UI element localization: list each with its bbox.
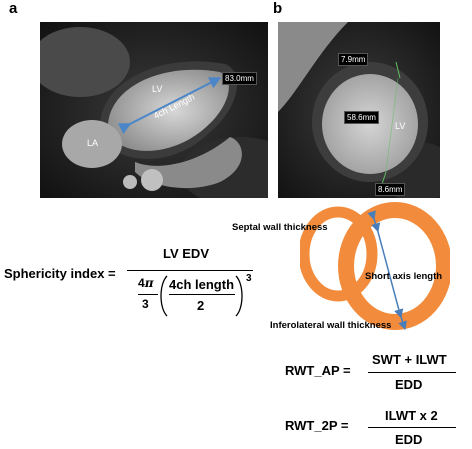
- short-axis-cine-image: [278, 22, 440, 198]
- rwt-2p-denominator: EDD: [395, 432, 423, 447]
- four-digit: 4: [138, 276, 145, 290]
- rwt-ap-numerator: SWT + ILWT: [372, 352, 447, 367]
- panel-a-mri-image: LV LA 4ch Length 83.0mm: [40, 22, 268, 198]
- myocardium-ring: [338, 202, 450, 330]
- wall-thickness-diagram: [300, 202, 450, 331]
- rwt-ap-fraction-bar: [368, 372, 456, 374]
- rwt-2p-numerator: ILWT x 2: [385, 408, 438, 423]
- panel-b-letter: b: [273, 0, 283, 17]
- rwt-ap-denominator: EDD: [395, 377, 423, 392]
- rwt-2p-lhs: RWT_2P =: [285, 418, 349, 433]
- four-chamber-length-arrow: [117, 77, 222, 135]
- parentheses: [160, 275, 243, 317]
- panel-b-mri-image: 7.9mm 58.6mm LV 8.6mm: [278, 22, 440, 198]
- cube-exponent: 3: [246, 273, 252, 284]
- la-label: LA: [87, 138, 99, 148]
- four-chamber-measurement-box: 83.0mm: [222, 72, 257, 85]
- rwt-2p-fraction-bar: [368, 427, 456, 429]
- short-axis-length-label: Short axis length: [365, 271, 443, 282]
- inner-denominator: 2: [197, 298, 205, 313]
- three-digit: 3: [142, 297, 149, 311]
- short-axis-arrow: [371, 222, 404, 319]
- sphericity-fraction-bar: [127, 270, 253, 272]
- four-chamber-length-term: 4ch length: [169, 277, 235, 292]
- panel-a-letter: a: [9, 0, 18, 17]
- sphericity-index-lhs: Sphericity index =: [4, 266, 116, 281]
- four-pi-over-three-bar: [138, 294, 158, 296]
- four-chamber-cine-image: [40, 22, 268, 198]
- four-constant: 4π: [138, 276, 153, 290]
- inferolateral-thickness-box: 8.6mm: [375, 183, 406, 196]
- rwt-ap-lhs: RWT_AP =: [285, 363, 351, 378]
- lv-label: LV: [152, 84, 163, 94]
- lv-label-short-axis: LV: [395, 121, 406, 131]
- inner-fraction-bar: [169, 294, 235, 296]
- septal-thickness-box: 7.9mm: [338, 53, 369, 66]
- sphericity-numerator: LV EDV: [163, 246, 209, 261]
- inferolateral-thickness-arrow: [394, 308, 407, 331]
- pi-symbol: π: [144, 276, 154, 290]
- short-axis-length-box: 58.6mm: [344, 111, 379, 124]
- inferolateral-wall-thickness-label: Inferolateral wall thickness: [270, 320, 392, 331]
- septal-wall-thickness-label: Septal wall thickness: [232, 222, 328, 233]
